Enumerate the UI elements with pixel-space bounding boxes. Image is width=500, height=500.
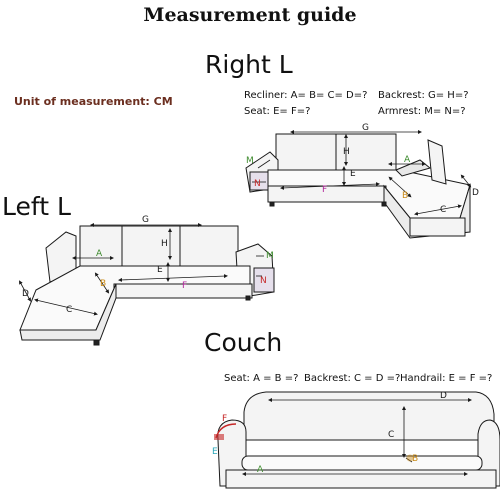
couch-back [243, 391, 495, 441]
right-l-label-n: N [254, 179, 261, 189]
left-l-label-m: M [266, 251, 274, 261]
left-l-label-f: F [182, 281, 187, 291]
couch-label-e: E [212, 447, 218, 457]
right-l-label-h: H [343, 147, 350, 157]
left-l-label-a: A [96, 249, 103, 259]
right-l-label-e: E [350, 169, 356, 179]
couch-label-b: B [412, 454, 418, 464]
couch-handrail-swatch [214, 434, 224, 440]
right-l-chaise-front [409, 217, 466, 237]
right-l-leg [269, 201, 275, 207]
couch-seat-cushion [241, 455, 483, 471]
left-l-armrest-front [253, 267, 275, 293]
left-l-label-e: E [157, 265, 163, 275]
right-l-recliner-spec: Recliner: A= B= C= D=? [244, 90, 368, 101]
right-l-backrest-spec: Backrest: G= H=? [378, 90, 469, 101]
right-l-label-g: G [362, 123, 369, 133]
couch-heading: Couch [204, 328, 283, 357]
unit-of-measurement: Unit of measurement: CM [14, 95, 173, 108]
left-l-sofa [19, 225, 275, 346]
left-l-measure-lines [19, 223, 264, 316]
left-l-label-n: N [260, 276, 267, 286]
right-l-armrest-spec: Armrest: M= N=? [378, 106, 466, 117]
left-l-heading: Left L [2, 192, 71, 221]
couch-label-f: F [222, 414, 227, 424]
left-l-back-cushion [79, 225, 123, 267]
right-l-leg [381, 201, 387, 207]
left-l-label-d: D [22, 289, 29, 299]
right-l-label-f: F [322, 185, 327, 195]
couch-label-a: A [257, 465, 264, 475]
right-l-label-d: D [472, 188, 479, 198]
right-l-measure-lines [252, 130, 472, 216]
couch-label-c: C [388, 430, 394, 440]
right-l-sofa [245, 133, 471, 239]
right-l-back-cushion [275, 133, 337, 171]
left-l-back-cushion [121, 225, 181, 267]
left-l-back-cushion [179, 225, 239, 267]
right-l-label-b: B [402, 191, 408, 201]
left-l-leg [93, 339, 100, 346]
couch-seat-depth-mark [406, 454, 414, 462]
couch-handrail-spec: Handrail: E = F =? [400, 373, 493, 384]
couch-measure-lines [242, 398, 472, 476]
right-l-label-c: C [440, 205, 446, 215]
left-l-label-h: H [161, 239, 168, 249]
couch-backrest-spec: Backrest: C = D =? [304, 373, 401, 384]
couch-seat-spec: Seat: A = B =? [224, 373, 299, 384]
left-l-label-c: C [66, 305, 72, 315]
couch-base [225, 469, 497, 489]
right-l-seat-spec: Seat: E= F=? [244, 106, 311, 117]
right-l-chaise-back [427, 139, 447, 185]
couch-label-d: D [440, 391, 447, 401]
left-l-label-b: B [100, 279, 106, 289]
left-l-label-g: G [142, 215, 149, 225]
left-l-chaise-front [19, 283, 117, 341]
page-title: Measurement guide [143, 4, 357, 26]
right-l-label-m: M [246, 156, 254, 166]
left-l-leg [245, 295, 251, 301]
right-l-heading: Right L [205, 50, 293, 79]
right-l-label-a: A [404, 155, 411, 165]
